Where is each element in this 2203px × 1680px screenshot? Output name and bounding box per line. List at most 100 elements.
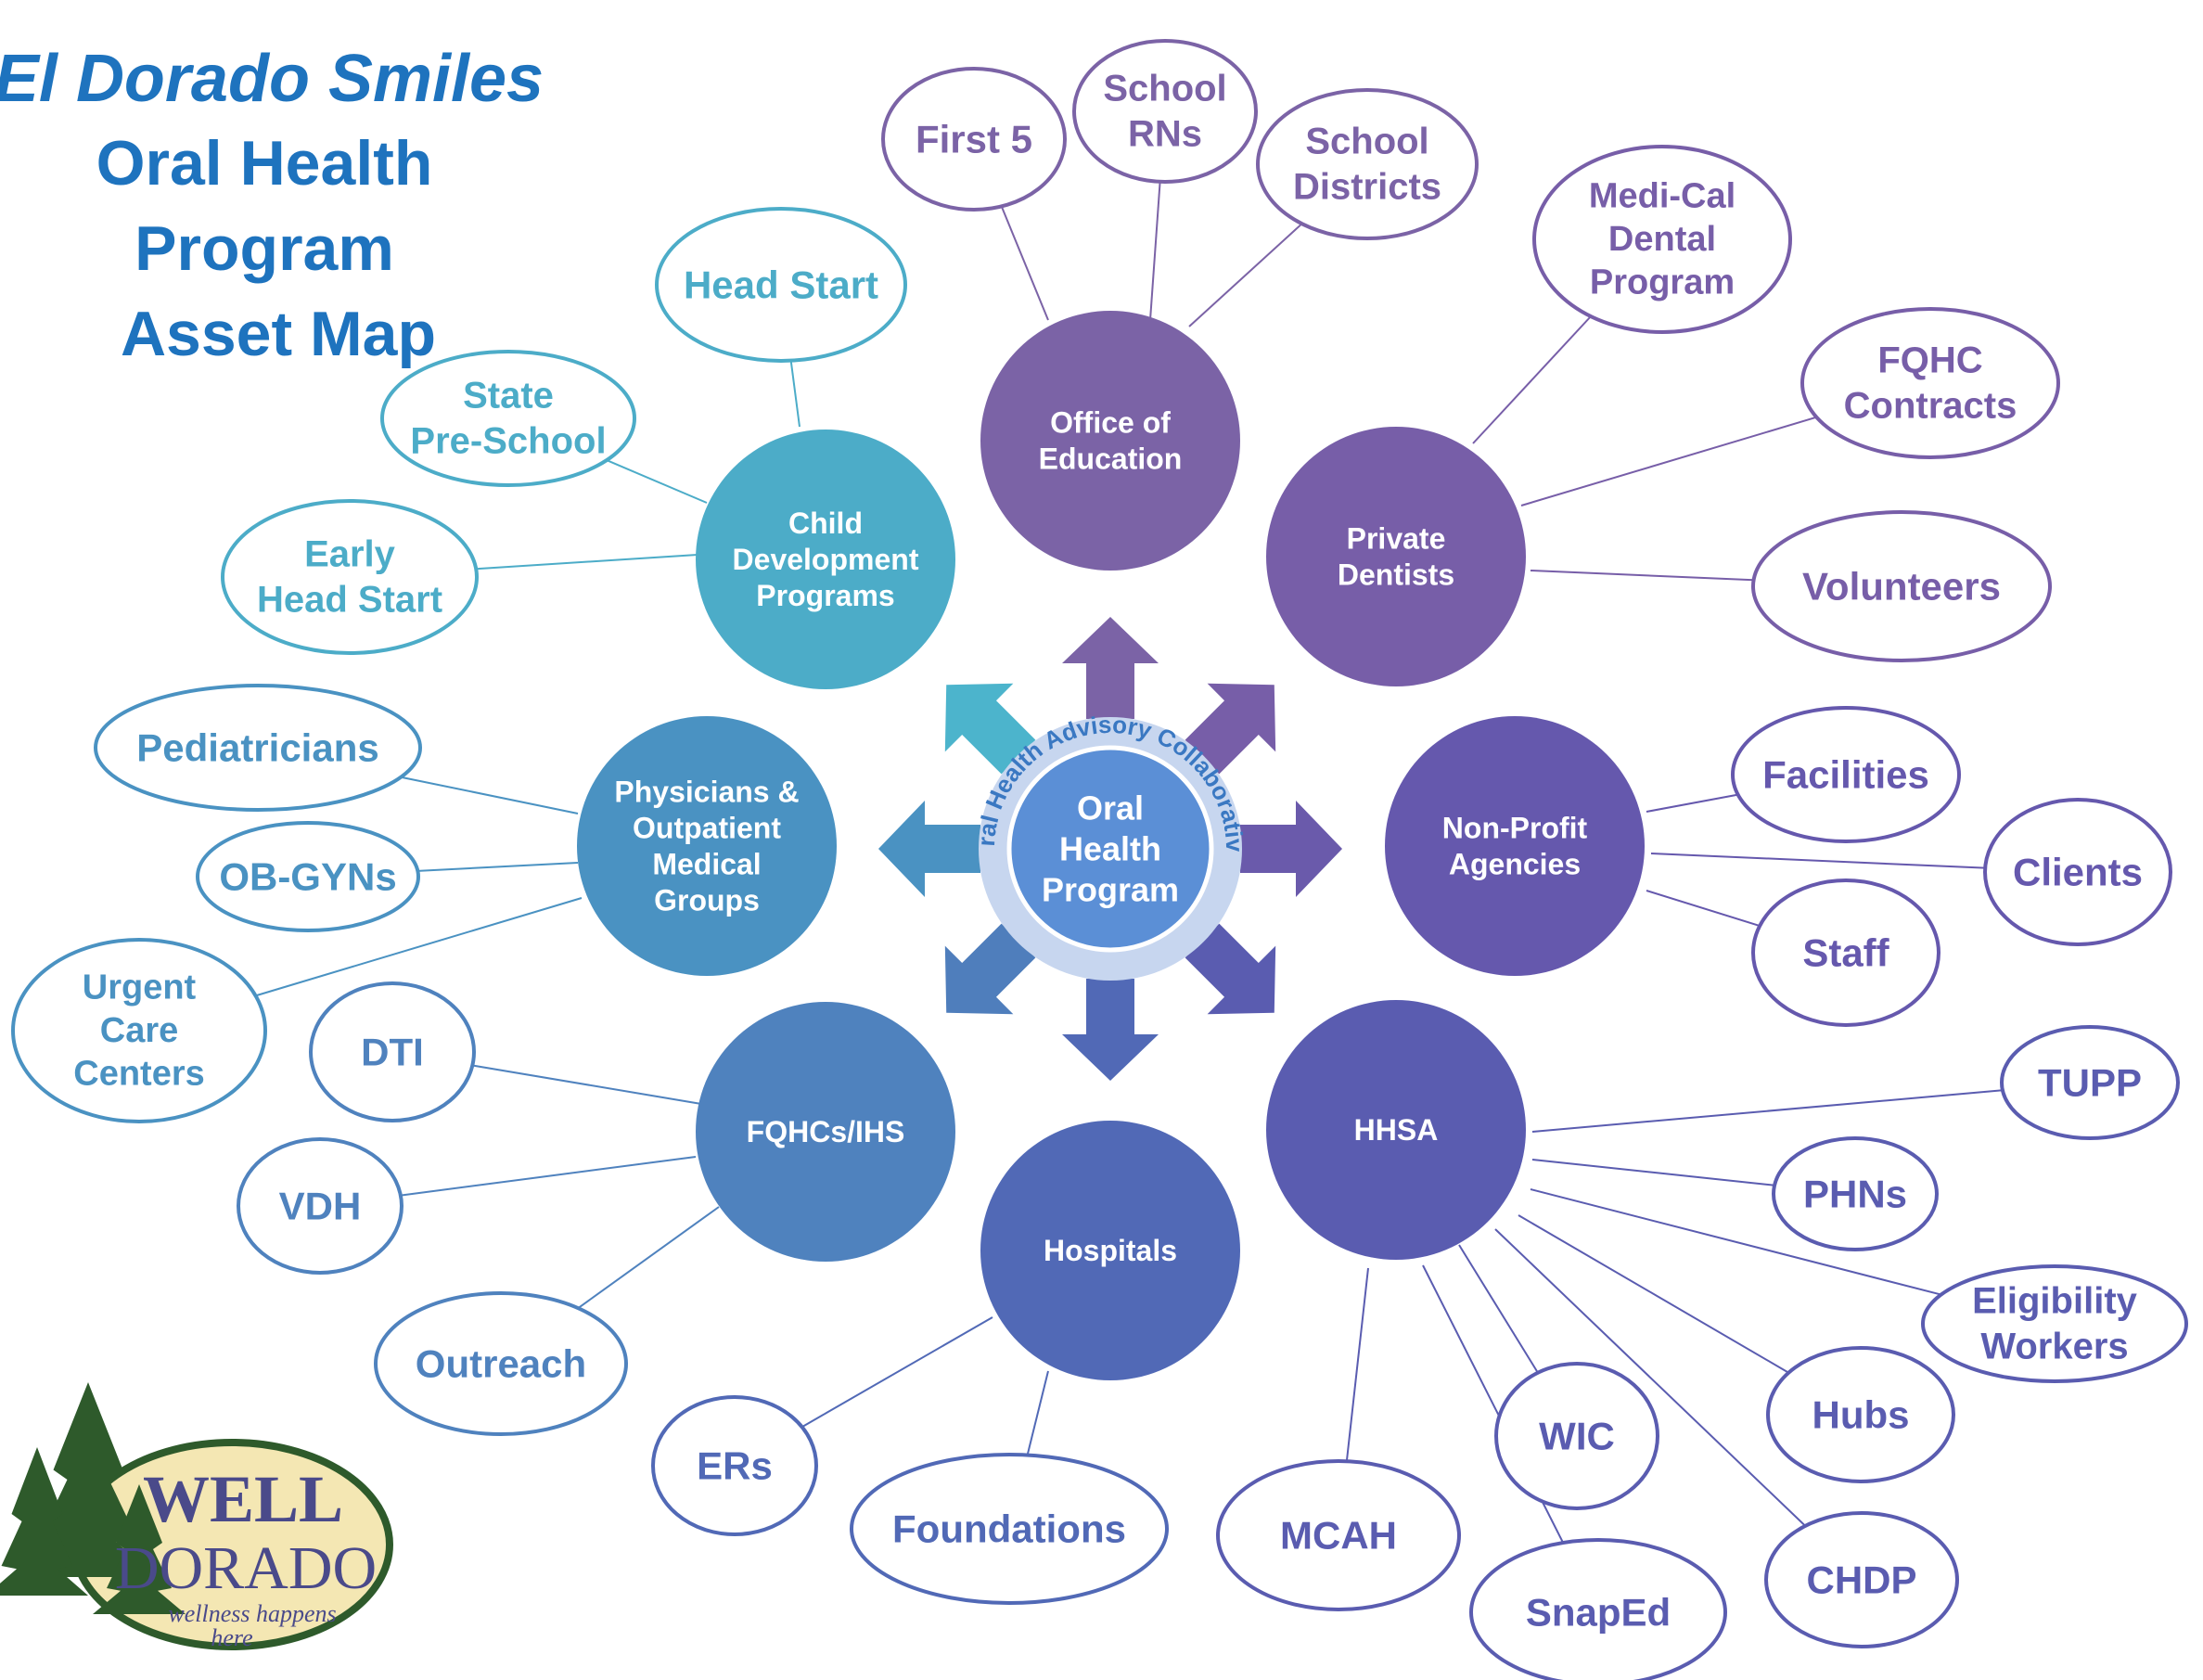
leaf-node-clients: Clients <box>1983 798 2172 946</box>
leaf-node-phns: PHNs <box>1772 1136 1939 1251</box>
leaf-label: FQHC <box>1877 340 1982 381</box>
leaf-label: Pre-School <box>410 420 606 461</box>
hub-label: Hospitals <box>1044 1234 1177 1267</box>
connector-line <box>1345 1267 1369 1462</box>
connector-line <box>1458 1244 1539 1374</box>
leaf-label: Centers <box>73 1054 205 1093</box>
connector-line <box>1000 206 1049 321</box>
connector-line <box>577 1206 720 1309</box>
hub-circle <box>696 430 955 689</box>
leaf-label: SnapEd <box>1526 1591 1671 1635</box>
leaf-label: Workers <box>1980 1326 2128 1366</box>
arrow-7 <box>944 683 1036 775</box>
leaf-label: Medi-Cal <box>1589 177 1736 216</box>
center-circle <box>1006 745 1214 953</box>
leaf-oval <box>309 981 476 1122</box>
hub-label: Education <box>1039 442 1183 476</box>
leaf-node-hubs: Hubs <box>1766 1346 1955 1483</box>
center-label: Oral <box>1077 789 1144 827</box>
connector-line <box>1650 853 1986 869</box>
arrow-0 <box>1062 617 1159 719</box>
hub-label: Outpatient <box>633 811 781 844</box>
connector-line <box>1520 416 1817 507</box>
connector-line <box>1530 570 1754 582</box>
arrow-shape <box>1185 923 1276 1015</box>
tree-icon <box>93 1484 186 1614</box>
leaf-node-pediatricians: Pediatricians <box>94 684 422 812</box>
center-label: Health <box>1059 830 1161 868</box>
title-line-2: Oral Health Program <box>96 128 433 284</box>
leaf-label: Program <box>1590 263 1735 301</box>
hub-label: Child <box>788 507 863 540</box>
leaf-label: School <box>1305 122 1428 162</box>
leaf-label: Head Start <box>257 579 442 620</box>
leaf-label: First 5 <box>916 118 1032 161</box>
connector-line <box>1188 223 1303 327</box>
leaf-node-mcah: MCAH <box>1216 1459 1461 1611</box>
hub-label: HHSA <box>1354 1113 1439 1147</box>
logo-text-well: WELL <box>143 1462 343 1536</box>
hub-hospitals: Hospitals <box>980 1121 1240 1380</box>
arrow-shape <box>1240 801 1342 897</box>
leaf-label: Eligibility <box>1972 1281 2138 1322</box>
page-title: El Dorado Smiles Oral Health Program Ass… <box>0 37 557 377</box>
leaf-label: Facilities <box>1762 753 1929 797</box>
leaf-oval <box>380 350 636 487</box>
hub-label: Physicians & <box>614 775 799 808</box>
hub-label: Programs <box>756 579 894 612</box>
leaf-oval <box>1921 1264 2188 1383</box>
center-label: Program <box>1042 870 1179 908</box>
hub-circle <box>1385 716 1645 976</box>
leaf-oval <box>2000 1025 2180 1140</box>
hub-label: Non-Profit <box>1442 811 1588 844</box>
arrow-shape <box>1062 979 1159 1081</box>
arrow-3 <box>1185 923 1276 1015</box>
tree-icon <box>0 1447 88 1596</box>
leaf-label: TUPP <box>2038 1061 2142 1105</box>
leaf-label: Hubs <box>1812 1393 1910 1437</box>
leaf-oval <box>11 938 267 1123</box>
direction-arrows <box>878 617 1342 1081</box>
title-line-1: El Dorado Smiles <box>0 42 544 116</box>
leaf-label: Districts <box>1293 166 1441 207</box>
leaf-node-volunteers: Volunteers <box>1751 510 2052 662</box>
leaf-node-first-5: First 5 <box>881 67 1067 212</box>
hub-label: Groups <box>654 884 760 917</box>
leaf-node-ob-gyns: OB-GYNs <box>196 821 420 932</box>
leaf-oval <box>1800 307 2060 459</box>
leaf-label: Volunteers <box>1802 565 2001 609</box>
arrow-1 <box>1185 683 1276 775</box>
leaf-oval <box>1983 798 2172 946</box>
connector-line <box>400 1156 697 1197</box>
leaf-label: Care <box>100 1011 179 1050</box>
leaf-label: MCAH <box>1280 1514 1397 1558</box>
connector-line <box>1149 181 1161 321</box>
leaf-oval <box>1751 510 2052 662</box>
arrow-shape <box>944 923 1036 1015</box>
leaf-label: DTI <box>361 1031 424 1074</box>
leaf-oval <box>1532 145 1792 334</box>
leaf-label: PHNs <box>1803 1173 1907 1216</box>
connector-line <box>1472 315 1592 444</box>
leaf-label: Early <box>304 534 396 575</box>
leaf-oval <box>94 684 422 812</box>
hub-circle <box>980 1121 1240 1380</box>
leaf-label: School <box>1103 69 1226 109</box>
leaf-label: CHDP <box>1806 1558 1916 1602</box>
hub-label: Private <box>1347 521 1446 555</box>
hub-nodes: Office ofEducationPrivateDentistsNon-Pro… <box>577 311 1645 1380</box>
arrow-shape <box>1185 683 1276 775</box>
leaf-label: RNs <box>1128 113 1202 154</box>
leaf-oval <box>1072 39 1258 184</box>
leaf-label: VDH <box>279 1185 362 1228</box>
leaf-node-chdp: CHDP <box>1764 1511 1959 1648</box>
leaf-node-wic: WIC <box>1494 1362 1659 1510</box>
